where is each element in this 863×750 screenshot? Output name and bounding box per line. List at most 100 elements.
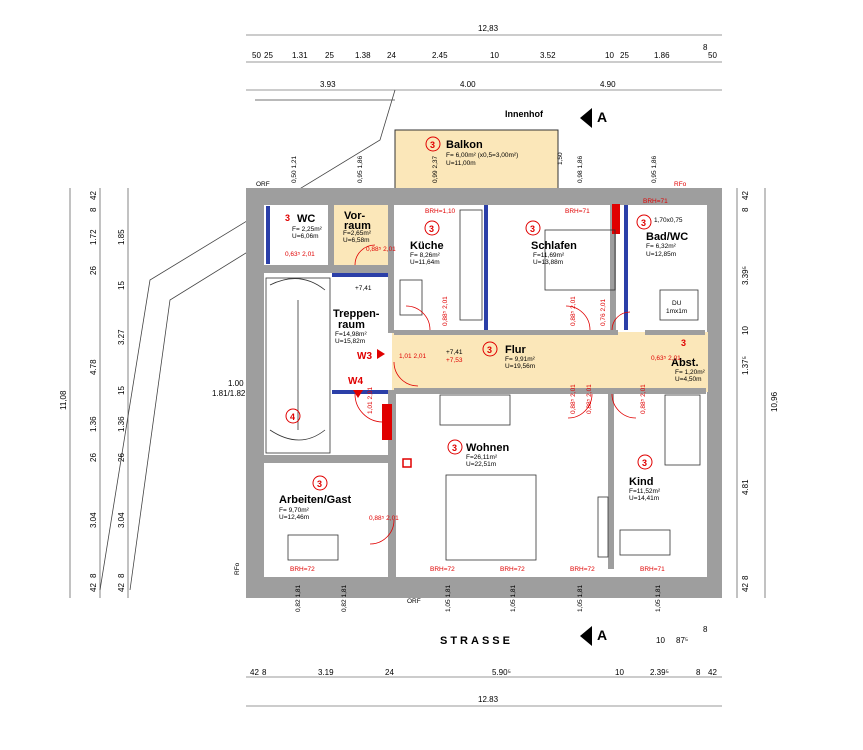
svg-text:Abst.: Abst.	[671, 357, 699, 369]
svg-text:10: 10	[656, 636, 665, 645]
svg-text:1.36: 1.36	[89, 416, 98, 432]
svg-text:1.31: 1.31	[292, 51, 308, 60]
svg-text:42: 42	[250, 668, 259, 677]
svg-text:0,88⁵ 2,01: 0,88⁵ 2,01	[366, 246, 396, 253]
svg-text:0,50 1,21: 0,50 1,21	[291, 156, 298, 183]
svg-text:U=13,88m: U=13,88m	[533, 259, 563, 266]
svg-text:5.90⁵: 5.90⁵	[492, 668, 511, 677]
svg-text:1.81/1.82: 1.81/1.82	[212, 389, 246, 398]
svg-text:Vor-: Vor-	[344, 210, 366, 222]
svg-text:raum: raum	[338, 319, 365, 331]
section-marker-bottom: A	[580, 626, 607, 646]
dim-right-small: 10 87⁵ 8	[656, 625, 708, 645]
vestibule-floor	[332, 205, 388, 265]
room-kueche: 3 Küche F= 8,26m² U=11,64m	[410, 220, 444, 266]
svg-text:25: 25	[325, 51, 334, 60]
dim-lines-left	[69, 188, 129, 598]
svg-text:10: 10	[741, 326, 750, 335]
brh-labels: BRH=1,10 BRH=71 BRH=71 BRH=72 BRH=72 BRH…	[290, 198, 668, 573]
svg-text:U=12,85m: U=12,85m	[646, 251, 676, 258]
svg-text:0,88⁵ 2,01: 0,88⁵ 2,01	[640, 384, 647, 414]
dim-top-mid: 3.93 4.00 4.90	[320, 80, 616, 89]
svg-text:U=19,56m: U=19,56m	[505, 363, 535, 370]
svg-text:15: 15	[117, 386, 126, 395]
room-balkon: 3 Balkon F= 6,00m² (x0,5=3,00m²) U=11,00…	[425, 136, 518, 167]
svg-text:8: 8	[89, 207, 98, 212]
svg-text:BRH=1,10: BRH=1,10	[425, 208, 456, 215]
svg-text:U=6,58m: U=6,58m	[343, 237, 370, 244]
orf-markers: ORF RFo ORF RFo	[234, 181, 687, 605]
door-labels: 0,88⁵ 2,01 0,88⁵ 2,01 0,88⁵ 2,01 0,76 2,…	[285, 246, 681, 522]
svg-text:50: 50	[252, 51, 261, 60]
stair-number: 4	[285, 408, 301, 424]
svg-text:8: 8	[741, 575, 750, 580]
svg-text:1,70x0,75: 1,70x0,75	[654, 217, 683, 224]
svg-text:15: 15	[117, 281, 126, 290]
interior-walls	[264, 205, 706, 580]
svg-text:0,88⁵ 2,01: 0,88⁵ 2,01	[570, 296, 577, 326]
dim-left-window: 1.00 1.81/1.82	[212, 379, 246, 398]
room-vorraum: Vor- raum F=2,65m² U=6,58m	[343, 210, 372, 244]
dim-lines-right	[736, 188, 766, 598]
svg-text:F= 6,32m²: F= 6,32m²	[646, 243, 677, 250]
svg-text:U=4,50m: U=4,50m	[675, 376, 702, 383]
svg-text:U=12,46m: U=12,46m	[279, 514, 309, 521]
svg-text:3: 3	[285, 213, 290, 223]
svg-text:BRH=72: BRH=72	[500, 566, 525, 573]
room-wohnen: 3 Wohnen F=26,11m² U=22,51m	[447, 439, 509, 468]
svg-text:+7,41: +7,41	[355, 285, 372, 292]
svg-text:W3: W3	[357, 351, 372, 362]
svg-text:F=11,69m²: F=11,69m²	[533, 252, 565, 259]
room-arbeiten-gast: 3 Arbeiten/Gast F= 9,70m² U=12,46m	[279, 475, 351, 521]
svg-text:BRH=71: BRH=71	[643, 198, 668, 205]
svg-text:F= 1,20m²: F= 1,20m²	[675, 369, 706, 376]
svg-text:0,98 1,86: 0,98 1,86	[577, 156, 584, 183]
svg-text:3.39⁵: 3.39⁵	[741, 266, 750, 285]
svg-text:0,63⁵ 2,01: 0,63⁵ 2,01	[651, 355, 681, 362]
svg-text:4.00: 4.00	[460, 80, 476, 89]
svg-text:25: 25	[264, 51, 273, 60]
svg-text:4.90: 4.90	[600, 80, 616, 89]
svg-text:3: 3	[317, 479, 322, 489]
svg-text:WC: WC	[297, 213, 315, 225]
svg-text:0,76 2,01: 0,76 2,01	[600, 299, 607, 326]
svg-text:BRH=72: BRH=72	[290, 566, 315, 573]
svg-text:8: 8	[117, 573, 126, 578]
courtyard-label: Innenhof	[505, 109, 544, 119]
svg-text:BRH=72: BRH=72	[570, 566, 595, 573]
svg-text:Arbeiten/Gast: Arbeiten/Gast	[279, 494, 351, 506]
svg-text:3: 3	[452, 443, 457, 453]
svg-text:BRH=71: BRH=71	[640, 566, 665, 573]
street-label: STRASSE	[440, 635, 513, 647]
svg-text:Flur: Flur	[505, 344, 526, 356]
svg-text:3.52: 3.52	[540, 51, 556, 60]
svg-text:Bad/WC: Bad/WC	[646, 231, 688, 243]
svg-text:42: 42	[117, 583, 126, 592]
svg-text:3.27: 3.27	[117, 329, 126, 345]
svg-text:Balkon: Balkon	[446, 139, 483, 151]
svg-text:1,05 1,81: 1,05 1,81	[510, 585, 517, 612]
svg-text:Schlafen: Schlafen	[531, 240, 577, 252]
svg-text:ORF: ORF	[256, 181, 270, 188]
svg-text:42: 42	[89, 583, 98, 592]
svg-text:42: 42	[741, 191, 750, 200]
dim-lines-bottom	[246, 676, 722, 707]
chimneys	[382, 204, 620, 468]
svg-text:1,01 2,01: 1,01 2,01	[367, 387, 374, 414]
svg-text:3: 3	[530, 224, 535, 234]
svg-text:3: 3	[642, 458, 647, 468]
svg-text:4.81: 4.81	[741, 479, 750, 495]
svg-text:RFo: RFo	[234, 562, 241, 575]
svg-text:0,95 1,86: 0,95 1,86	[651, 156, 658, 183]
svg-text:1.37⁵: 1.37⁵	[741, 356, 750, 375]
svg-text:50: 50	[708, 51, 717, 60]
svg-text:2.39⁵: 2.39⁵	[650, 668, 669, 677]
svg-text:U=11,00m: U=11,00m	[446, 160, 476, 167]
dim-right-side: 42 8 3.39⁵ 10 1.37⁵ 4.81 8 42	[741, 191, 750, 592]
svg-text:10: 10	[615, 668, 624, 677]
svg-text:8: 8	[696, 668, 701, 677]
hallway-floor	[392, 332, 708, 392]
svg-text:A: A	[597, 109, 607, 125]
svg-text:2.45: 2.45	[432, 51, 448, 60]
svg-text:F=11,52m²: F=11,52m²	[629, 488, 661, 495]
